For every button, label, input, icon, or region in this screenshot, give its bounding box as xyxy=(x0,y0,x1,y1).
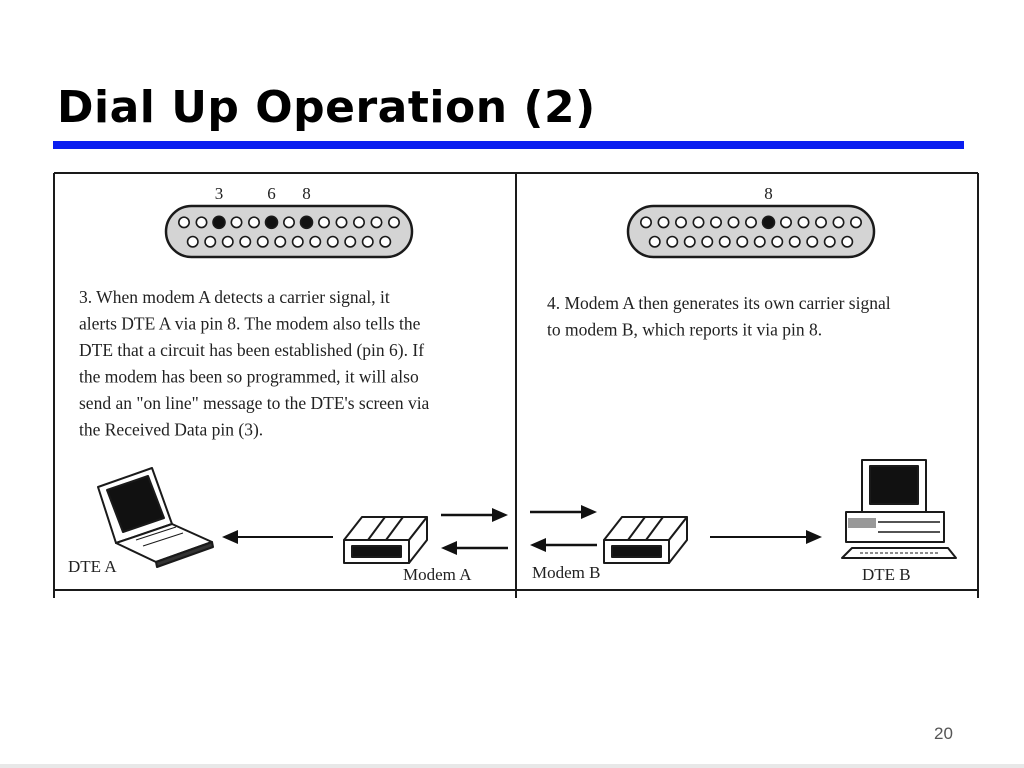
connector-pin xyxy=(212,215,226,230)
arrow-line-to-modem-a xyxy=(441,541,508,555)
connector-pin xyxy=(387,216,400,229)
connector-right xyxy=(626,204,876,259)
connector-pin xyxy=(674,216,687,229)
connector-pin xyxy=(230,216,243,229)
caption-left: 3. When modem A detects a carrier signal… xyxy=(79,287,430,440)
modem-a-label: Modem A xyxy=(403,565,472,584)
connector-pin xyxy=(718,235,731,248)
connector-shell xyxy=(164,204,414,259)
connector-pin xyxy=(379,235,392,248)
connector-pin xyxy=(274,235,287,248)
title-underline xyxy=(53,141,964,149)
connector-pin xyxy=(761,215,776,230)
pin-labels-right: 8 xyxy=(764,184,773,203)
connector-pin xyxy=(736,235,749,248)
dte-a-label: DTE A xyxy=(68,557,117,576)
caption-line: send an "on line" message to the DTE's s… xyxy=(79,393,430,413)
connector-pin xyxy=(361,235,374,248)
connector-pin xyxy=(239,235,252,248)
modem-b-label: Modem B xyxy=(532,563,600,582)
connector-pin xyxy=(370,216,383,229)
connector-pin xyxy=(186,235,199,248)
connector-pin xyxy=(639,216,652,229)
arrow-modem-b-to-dte-b xyxy=(710,530,822,544)
caption-line: the modem has been so programmed, it wil… xyxy=(79,367,419,387)
connector-pin xyxy=(299,215,314,230)
modem-b-icon xyxy=(603,516,688,564)
connector-pin xyxy=(814,216,827,229)
connector-pin xyxy=(344,235,357,248)
modem-a-icon xyxy=(343,516,428,564)
caption-line: alerts DTE A via pin 8. The modem also t… xyxy=(79,314,421,334)
connector-pin xyxy=(753,235,766,248)
caption-right: 4. Modem A then generates its own carrie… xyxy=(547,293,891,340)
connector-pin xyxy=(771,235,784,248)
connector-pin xyxy=(352,216,365,229)
arrow-modem-a-to-line xyxy=(441,508,508,522)
laptop-icon xyxy=(97,467,214,568)
connector-pin xyxy=(709,216,722,229)
connector-left xyxy=(164,204,414,259)
connector-pin xyxy=(335,216,348,229)
connector-pin xyxy=(291,235,304,248)
connector-pin xyxy=(666,235,679,248)
arrow-line-to-modem-b xyxy=(530,505,597,519)
arrow-modem-b-to-line xyxy=(530,538,597,552)
connector-pin xyxy=(683,235,696,248)
connector-pin xyxy=(204,235,217,248)
connector-pin xyxy=(832,216,845,229)
slide-title: Dial Up Operation (2) xyxy=(57,82,596,133)
connector-pin xyxy=(256,235,269,248)
connector-pin xyxy=(648,235,661,248)
connector-pin xyxy=(692,216,705,229)
connector-pin xyxy=(779,216,792,229)
connector-pin xyxy=(309,235,322,248)
connector-pin xyxy=(221,235,234,248)
connector-pin xyxy=(849,216,862,229)
connector-shell xyxy=(626,204,876,259)
connector-pin xyxy=(806,235,819,248)
connector-pin xyxy=(727,216,740,229)
connector-pin xyxy=(788,235,801,248)
connector-pin xyxy=(282,216,295,229)
desktop-computer-icon xyxy=(841,459,957,559)
diagram-frame xyxy=(53,172,979,598)
connector-pin xyxy=(797,216,810,229)
caption-line: 4. Modem A then generates its own carrie… xyxy=(547,293,891,313)
pin-number-label: 8 xyxy=(302,184,311,203)
pin-number-label: 8 xyxy=(764,184,773,203)
connector-pin xyxy=(823,235,836,248)
pin-number-label: 6 xyxy=(267,184,276,203)
page-number: 20 xyxy=(934,724,953,743)
dte-b-label: DTE B xyxy=(862,565,911,584)
connector-pin xyxy=(317,216,330,229)
pin-labels-left: 3 6 8 xyxy=(215,184,311,203)
connector-pin xyxy=(248,216,261,229)
connector-pin xyxy=(701,235,714,248)
connector-pin xyxy=(657,216,670,229)
caption-line: 3. When modem A detects a carrier signal… xyxy=(79,287,390,307)
connector-pin xyxy=(264,215,279,230)
pin-number-label: 3 xyxy=(215,184,224,203)
caption-line: to modem B, which reports it via pin 8. xyxy=(547,320,822,340)
connector-pin xyxy=(326,235,339,248)
connector-pin xyxy=(744,216,757,229)
connector-pin xyxy=(195,216,208,229)
connector-pin xyxy=(841,235,854,248)
connector-pin xyxy=(178,216,191,229)
caption-line: the Received Data pin (3). xyxy=(79,420,263,440)
arrow-modem-a-to-dte-a xyxy=(222,530,333,544)
caption-line: DTE that a circuit has been established … xyxy=(79,340,424,360)
footer-band xyxy=(0,764,1024,768)
